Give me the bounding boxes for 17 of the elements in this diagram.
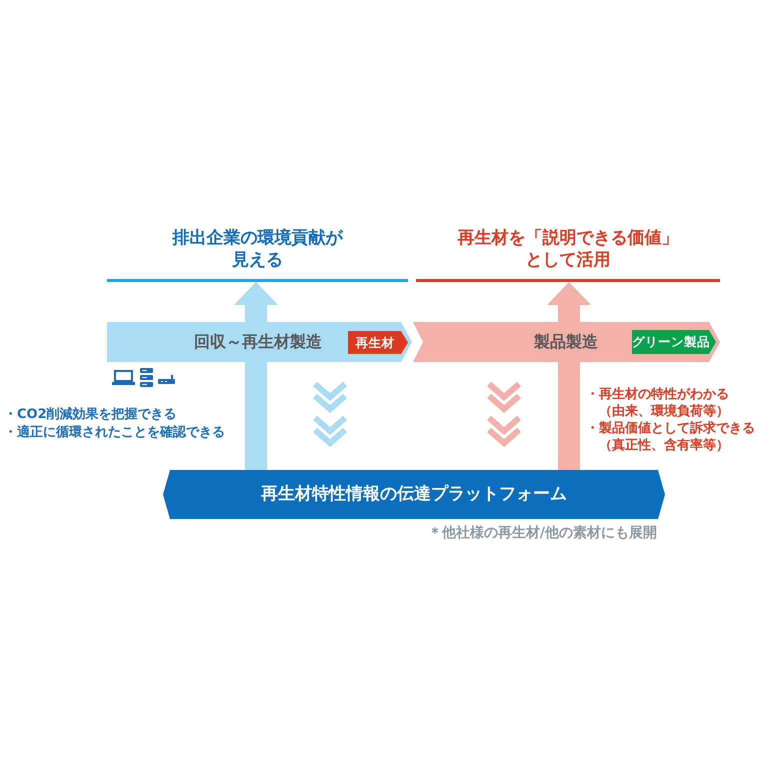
bullet-text: ・製品価値として訴求できる（真正性、含有率等） xyxy=(586,420,756,454)
process-band xyxy=(413,322,720,362)
bullet-text: ・適正に循環されたことを確認できる xyxy=(4,424,225,441)
platform-banner: 再生材特性情報の伝達プラットフォーム xyxy=(163,470,665,519)
bullet-text: ・CO2削減効果を把握できる xyxy=(4,406,177,423)
bullet-text: ・再生材の特性がわかる（由来、環境負荷等） xyxy=(586,386,730,420)
block-arrow xyxy=(547,282,591,470)
heading: 再生材を「説明できる価値」として活用 xyxy=(416,227,720,282)
process-band xyxy=(107,322,412,362)
label-tag: 再生材 xyxy=(348,331,408,354)
label-tag: グリーン製品 xyxy=(632,330,716,354)
block-arrow xyxy=(234,282,278,470)
chevron-arrow xyxy=(486,381,522,447)
band-label: 製品製造 xyxy=(534,332,598,352)
band-label: 回収～再生材製造 xyxy=(194,332,322,352)
footnote: ＊他社様の再生材/他の素材にも展開 xyxy=(428,524,657,542)
heading: 排出企業の環境貢献が見える xyxy=(107,227,408,282)
